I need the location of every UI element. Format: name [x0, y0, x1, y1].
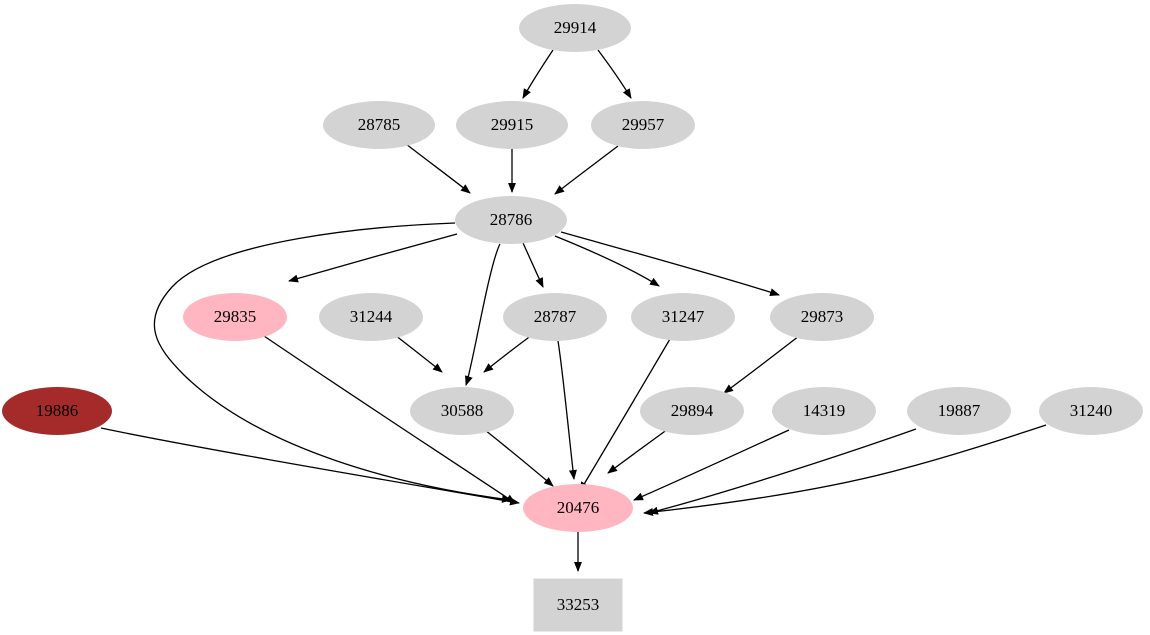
graph-edge-28786-to-29873 — [560, 231, 780, 297]
graph-edge-29894-to-20476 — [607, 428, 669, 474]
graph-edge-28786-to-31247 — [554, 235, 660, 287]
graph-edge-29914-to-29915 — [522, 49, 554, 99]
graph-edge-31244-to-30588 — [394, 334, 443, 373]
node-ellipse-31244[interactable] — [319, 293, 423, 341]
nodes-layer: 29914 28785 29915 29957 28786 29835 31244 28787… — [2, 4, 1143, 632]
graph-edge-19886-to-20476 — [100, 427, 520, 506]
node-ellipse-29835[interactable] — [183, 293, 287, 341]
node-ellipse-29894[interactable] — [640, 387, 744, 435]
node-ellipse-31240[interactable] — [1039, 387, 1143, 435]
node-ellipse-20476[interactable] — [523, 484, 633, 532]
graph-node-31240[interactable]: 31240 — [1039, 387, 1143, 435]
graph-node-19886[interactable]: 19886 — [2, 387, 112, 435]
graph-edge-19887-to-20476 — [648, 428, 917, 515]
graph-edge-28786-to-30588 — [465, 243, 501, 386]
graph-node-14319[interactable]: 14319 — [772, 387, 876, 435]
node-ellipse-31247[interactable] — [631, 293, 735, 341]
graph-node-20476[interactable]: 20476 — [523, 484, 633, 532]
graph-node-30588[interactable]: 30588 — [410, 387, 514, 435]
graph-edge-28785-to-28786 — [405, 143, 471, 194]
graph-edge-28786-to-29835 — [288, 233, 458, 283]
node-ellipse-28786[interactable] — [455, 196, 567, 244]
graph-edge-29914-to-29957 — [597, 49, 632, 99]
graph-node-33253[interactable]: 33253 — [533, 578, 623, 632]
graph-node-29914[interactable]: 29914 — [519, 4, 631, 52]
graph-node-31244[interactable]: 31244 — [319, 293, 423, 341]
graph-edge-14319-to-20476 — [633, 429, 790, 501]
node-ellipse-29915[interactable] — [456, 101, 568, 149]
node-ellipse-14319[interactable] — [772, 387, 876, 435]
graph-node-29873[interactable]: 29873 — [770, 293, 874, 341]
node-ellipse-29914[interactable] — [519, 4, 631, 52]
graph-edge-31247-to-20476 — [579, 338, 671, 492]
graph-edge-29957-to-28786 — [554, 145, 619, 195]
graph-edge-28787-to-20476 — [557, 340, 577, 480]
graph-node-29915[interactable]: 29915 — [456, 101, 568, 149]
graph-node-29957[interactable]: 29957 — [591, 101, 695, 149]
graph-node-29835[interactable]: 29835 — [183, 293, 287, 341]
node-ellipse-30588[interactable] — [410, 387, 514, 435]
graph-edge-31240-to-20476 — [643, 424, 1047, 516]
graph-node-31247[interactable]: 31247 — [631, 293, 735, 341]
edges-layer — [100, 49, 1047, 572]
node-box-33253[interactable] — [533, 578, 623, 632]
node-ellipse-28787[interactable] — [503, 293, 607, 341]
node-ellipse-28785[interactable] — [323, 101, 435, 149]
graph-node-29894[interactable]: 29894 — [640, 387, 744, 435]
graph-edge-29873-to-29894 — [723, 335, 800, 394]
node-ellipse-19886[interactable] — [2, 387, 112, 435]
graph-edge-29835-to-20476 — [263, 335, 516, 504]
graph-edge-30588-to-20476 — [484, 429, 554, 487]
graph-edge-28786-to-28787 — [522, 242, 544, 288]
graph-node-28785[interactable]: 28785 — [323, 101, 435, 149]
graph-node-19887[interactable]: 19887 — [907, 387, 1011, 435]
graph-edge-28787-to-30588 — [483, 334, 533, 373]
graph-node-28787[interactable]: 28787 — [503, 293, 607, 341]
node-ellipse-29957[interactable] — [591, 101, 695, 149]
graph-edge-28786-to-20476 — [153, 222, 512, 503]
graph-node-28786[interactable]: 28786 — [455, 196, 567, 244]
node-ellipse-19887[interactable] — [907, 387, 1011, 435]
node-ellipse-29873[interactable] — [770, 293, 874, 341]
